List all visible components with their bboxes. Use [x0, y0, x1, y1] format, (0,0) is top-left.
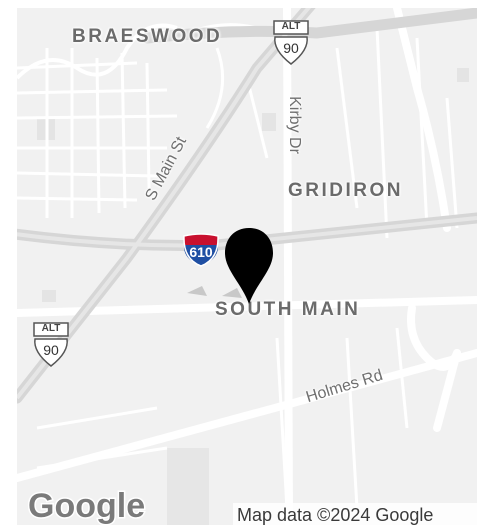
area-label-braeswood: BRAESWOOD [72, 26, 223, 47]
route-shield-alt-label: ALT [281, 21, 301, 32]
map-attribution: Map data ©2024 Google [233, 503, 477, 525]
route-shield-alt90-left: ALT 90 [31, 322, 71, 368]
map-base-layer [17, 8, 477, 525]
street-label-kirby-dr: Kirby Dr [285, 96, 303, 154]
attribution-text: Map data ©2024 Google [237, 505, 434, 525]
interstate-shield-610: 610 [181, 233, 221, 267]
route-shield-number: 90 [283, 40, 299, 56]
location-pin-icon[interactable] [222, 226, 276, 306]
route-shield-alt90-top: ALT 90 [271, 20, 311, 66]
area-label-south-main: SOUTH MAIN [215, 299, 361, 320]
interstate-number: 610 [189, 244, 213, 260]
google-logo[interactable]: Google [26, 484, 147, 526]
svg-text:Google: Google [28, 487, 145, 525]
route-shield-number: 90 [43, 342, 59, 358]
route-shield-alt-label: ALT [41, 323, 61, 334]
map-canvas[interactable]: BRAESWOOD GRIDIRON SOUTH MAIN S Main St … [17, 8, 477, 525]
area-label-gridiron: GRIDIRON [288, 180, 403, 201]
